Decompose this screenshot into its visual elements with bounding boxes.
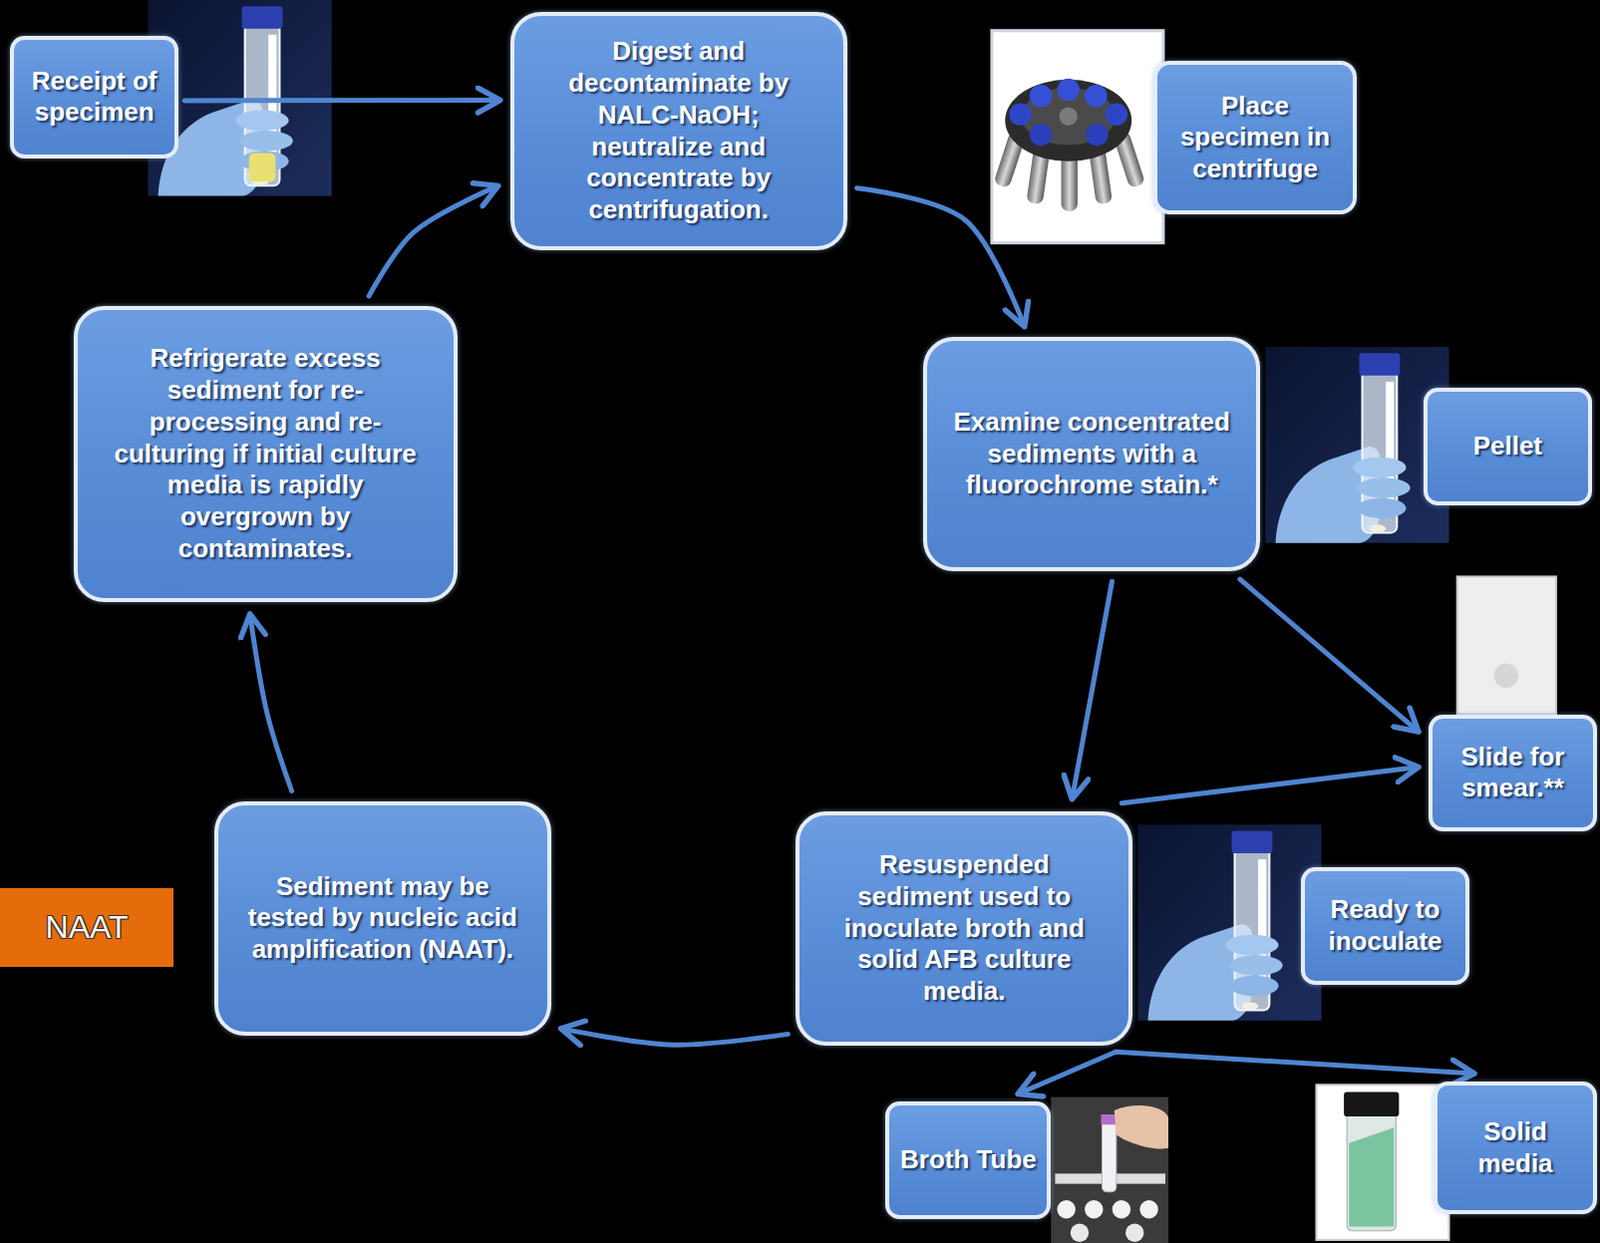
bottle-cap [1343, 1091, 1399, 1117]
rack-hole [1084, 1200, 1103, 1219]
tube-photo [1137, 824, 1321, 1021]
box-text: Broth Tube [900, 1144, 1037, 1177]
flow-arrow [1017, 1051, 1116, 1094]
specimen-liquid [249, 153, 277, 183]
flow-arrow [1121, 766, 1419, 803]
box-text: Solid media [1445, 1116, 1586, 1180]
rotor-cap [1029, 84, 1053, 108]
box-text: Pellet [1473, 430, 1543, 463]
rotor-cap [1084, 84, 1108, 108]
tube-photo [1265, 346, 1449, 544]
rack-hole [1070, 1224, 1089, 1243]
process-box: Refrigerate excess sediment for re-proce… [73, 306, 458, 603]
flow-arrow [1115, 1051, 1475, 1074]
box-text: Resuspended sediment used to inoculate b… [823, 849, 1105, 1008]
hand [1114, 1105, 1169, 1149]
broth-photo [1050, 1097, 1169, 1243]
rotor-cap [1056, 78, 1080, 102]
rotor-cap [1085, 123, 1109, 147]
rack-hole [1056, 1200, 1075, 1219]
rotor-cap [1008, 102, 1032, 126]
rotor-cap [1105, 102, 1129, 126]
process-box: Sediment may be tested by nucleic acid a… [214, 801, 552, 1036]
flow-arrow [1240, 579, 1419, 732]
callout-box: Place specimen in centrifuge [1153, 60, 1358, 215]
broth-tube [1101, 1120, 1116, 1193]
centrifuge-photo [991, 30, 1164, 244]
callout-box: Slide for smear.** [1428, 714, 1598, 833]
solid-media-photo [1315, 1084, 1449, 1241]
box-text: Sediment may be tested by nucleic acid a… [242, 871, 524, 966]
callout-box: Ready to inoculate [1300, 867, 1470, 985]
box-text: Examine concentrated sediments with a fl… [951, 406, 1233, 502]
box-text: NAAT [45, 908, 129, 948]
rack-hole [1125, 1224, 1144, 1243]
flow-arrow [184, 97, 501, 103]
media-bottle [1346, 1110, 1396, 1232]
callout-box: Broth Tube [885, 1101, 1051, 1220]
tag-box: NAAT [0, 888, 174, 968]
rack-hole [1112, 1200, 1131, 1219]
box-text: Place specimen in centrifuge [1165, 90, 1346, 186]
flow-arrow [368, 185, 499, 297]
smear-spot [1494, 662, 1520, 688]
process-box: Resuspended sediment used to inoculate b… [795, 811, 1133, 1046]
flow-arrow [561, 1028, 789, 1045]
glass-slide [1457, 576, 1557, 714]
box-text: Slide for smear.** [1440, 741, 1586, 805]
process-box: Receipt of specimen [9, 35, 179, 159]
rotor-cap [1029, 123, 1053, 147]
flow-arrow [857, 188, 1025, 327]
box-text: Digest and decontaminate by NALC-NaOH; n… [538, 35, 820, 226]
process-box: Examine concentrated sediments with a fl… [923, 336, 1261, 572]
callout-box: Solid media [1433, 1081, 1598, 1215]
rotor-hub [1058, 107, 1077, 126]
box-text: Refrigerate excess sediment for re-proce… [101, 342, 430, 565]
rack-hole [1139, 1200, 1158, 1219]
box-text: Ready to inoculate [1312, 894, 1458, 958]
process-box: Digest and decontaminate by NALC-NaOH; n… [510, 11, 848, 250]
callout-box: Pellet [1423, 387, 1593, 506]
box-text: Receipt of specimen [21, 65, 167, 129]
flow-arrow [1071, 581, 1112, 800]
flow-arrow [250, 614, 293, 792]
media-slant [1348, 1127, 1394, 1227]
